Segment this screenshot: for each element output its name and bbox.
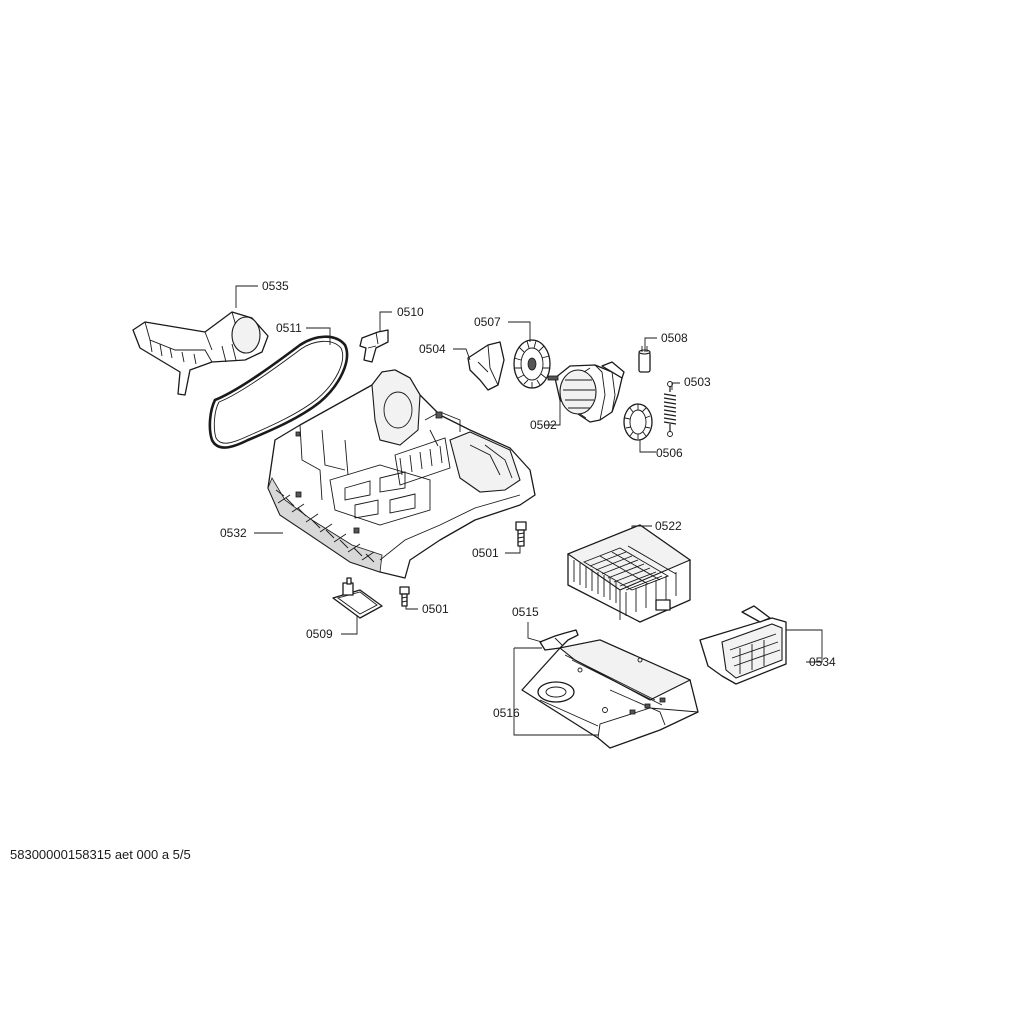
part-0515-lever (539, 629, 579, 651)
part-0506-fan-wheel (623, 403, 653, 441)
document-id: 58300000158315 aet 000 a 5/5 (10, 847, 191, 862)
part-0511-gasket (208, 335, 349, 449)
part-0534-filter-frame (699, 605, 787, 685)
part-0510-bracket (359, 329, 389, 363)
callout-0534: 0534 (809, 655, 836, 669)
part-0509-sensor-plate (332, 577, 383, 619)
leader-lines (235, 285, 823, 736)
part-0522-condenser (566, 524, 692, 623)
callout-0516: 0516 (493, 706, 520, 720)
callout-0508: 0508 (661, 331, 688, 345)
callout-0532: 0532 (220, 526, 247, 540)
callout-0501-lower: 0501 (422, 602, 449, 616)
callout-0535: 0535 (262, 279, 289, 293)
callout-0503: 0503 (684, 375, 711, 389)
part-0501-screw-lower (399, 586, 410, 607)
callout-0511: 0511 (276, 321, 302, 335)
part-0502-motor (547, 361, 625, 423)
callout-0501-upper: 0501 (472, 546, 499, 560)
callout-0510: 0510 (397, 305, 424, 319)
callout-0515: 0515 (512, 605, 539, 619)
callout-0509: 0509 (306, 627, 333, 641)
part-0504-fan-cover (467, 341, 505, 391)
part-0532-base-frame (267, 369, 536, 579)
part-0516-bottom-tray (521, 639, 699, 749)
part-0535-air-duct (132, 311, 269, 396)
callout-0522: 0522 (655, 519, 682, 533)
callout-labels: 0535 0511 0510 0507 0508 0504 0503 0502 … (220, 279, 836, 720)
part-0503-spring (663, 381, 677, 437)
part-0507-fan-wheel (513, 339, 551, 389)
callout-0506: 0506 (656, 446, 683, 460)
part-0501-screw-upper (515, 521, 527, 547)
callout-0502: 0502 (530, 418, 557, 432)
callout-0507: 0507 (474, 315, 501, 329)
part-0508-capacitor (638, 346, 651, 373)
callout-0504: 0504 (419, 342, 446, 356)
